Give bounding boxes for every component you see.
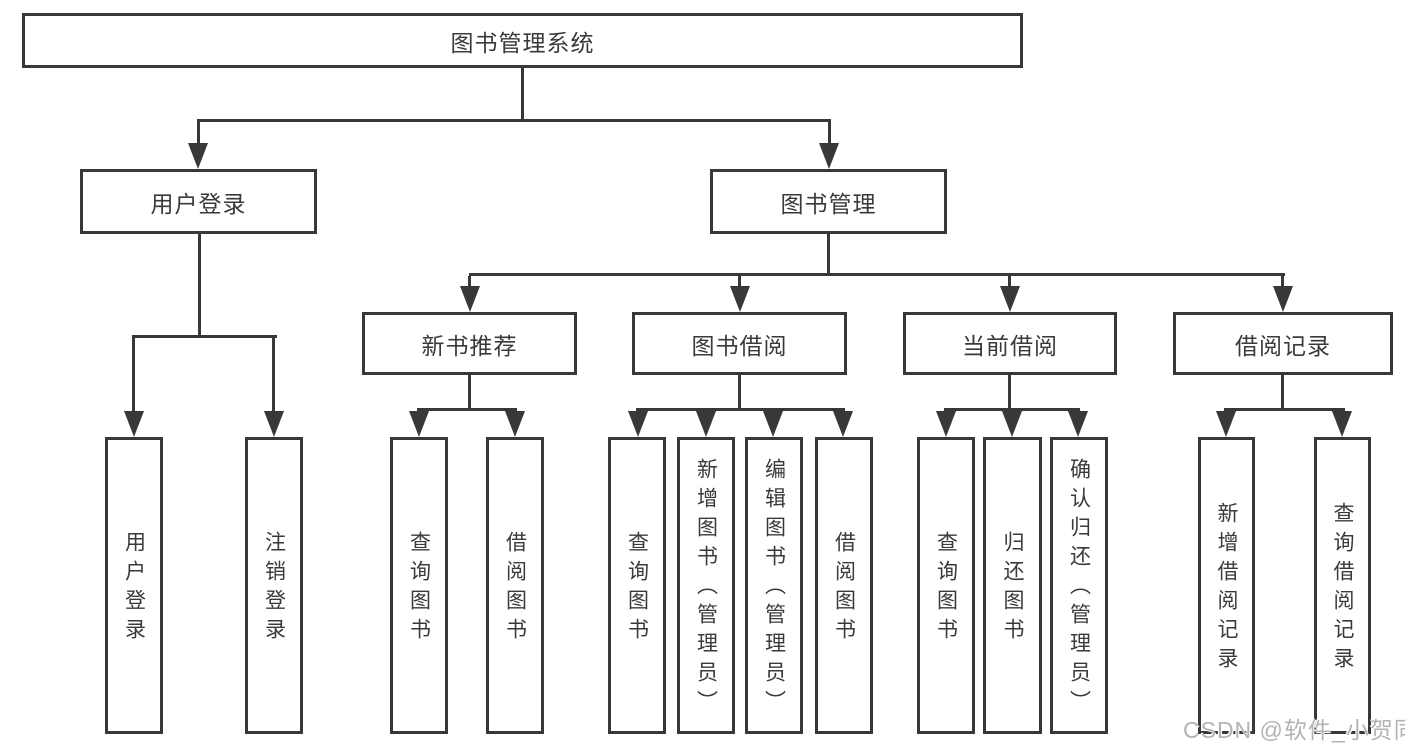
arrow-down-icon	[936, 411, 956, 437]
arrow-down-icon	[730, 286, 750, 312]
arrow-down-icon	[696, 411, 716, 437]
leaf-user-login: 用户登录	[105, 437, 163, 734]
connector-line	[636, 408, 845, 411]
connector-line	[944, 408, 1080, 411]
arrow-down-icon	[124, 411, 144, 437]
connector-line	[1281, 375, 1284, 410]
connector-line	[197, 122, 200, 146]
connector-line	[827, 233, 830, 275]
arrow-down-icon	[505, 411, 525, 437]
connector-line	[272, 338, 275, 413]
connector-line	[197, 119, 831, 122]
arrow-down-icon	[1273, 286, 1293, 312]
connector-line	[132, 338, 135, 413]
connector-line	[1281, 276, 1284, 288]
leaf-borrow-edit-book-admin: 编辑图书（管理员）	[745, 437, 803, 734]
leaf-current-query-book: 查询图书	[917, 437, 975, 734]
leaf-borrow-borrow-book: 借阅图书	[815, 437, 873, 734]
arrow-down-icon	[1216, 411, 1236, 437]
arrow-down-icon	[1332, 411, 1352, 437]
connector-line	[132, 335, 277, 338]
connector-line	[1008, 375, 1011, 410]
leaf-borrow-query-book: 查询图书	[608, 437, 666, 734]
leaf-record-query-record: 查询借阅记录	[1314, 437, 1371, 734]
connector-line	[1224, 408, 1345, 411]
arrow-down-icon	[628, 411, 648, 437]
leaf-recommend-query-book: 查询图书	[390, 437, 448, 734]
connector-line	[738, 276, 741, 288]
node-user-login: 用户登录	[80, 169, 317, 234]
arrow-down-icon	[819, 143, 839, 169]
leaf-record-add-record: 新增借阅记录	[1198, 437, 1255, 734]
arrow-down-icon	[264, 411, 284, 437]
arrow-down-icon	[1000, 286, 1020, 312]
arrow-down-icon	[188, 143, 208, 169]
connector-line	[738, 375, 741, 410]
arrow-down-icon	[1068, 411, 1088, 437]
node-borrow-record: 借阅记录	[1173, 312, 1393, 375]
arrow-down-icon	[833, 411, 853, 437]
connector-line	[468, 276, 471, 288]
node-book-management: 图书管理	[710, 169, 947, 234]
arrow-down-icon	[763, 411, 783, 437]
leaf-recommend-borrow-book: 借阅图书	[486, 437, 544, 734]
arrow-down-icon	[1002, 411, 1022, 437]
arrow-down-icon	[409, 411, 429, 437]
node-new-book-recommend: 新书推荐	[362, 312, 577, 375]
node-book-borrow: 图书借阅	[632, 312, 847, 375]
leaf-current-return-book: 归还图书	[983, 437, 1042, 734]
node-current-borrow: 当前借阅	[903, 312, 1117, 375]
connector-line	[521, 68, 524, 121]
leaf-logout: 注销登录	[245, 437, 303, 734]
leaf-borrow-add-book-admin: 新增图书（管理员）	[677, 437, 735, 734]
node-system-root: 图书管理系统	[22, 13, 1023, 68]
connector-line	[417, 408, 517, 411]
csdn-watermark: CSDN @软件_小贺同学	[1183, 717, 1405, 743]
connector-line	[1008, 276, 1011, 288]
connector-line	[828, 122, 831, 146]
connector-line	[469, 273, 1285, 276]
arrow-down-icon	[460, 286, 480, 312]
leaf-current-confirm-return-admin: 确认归还（管理员）	[1050, 437, 1108, 734]
connector-line	[468, 375, 471, 410]
connector-line	[198, 233, 201, 337]
